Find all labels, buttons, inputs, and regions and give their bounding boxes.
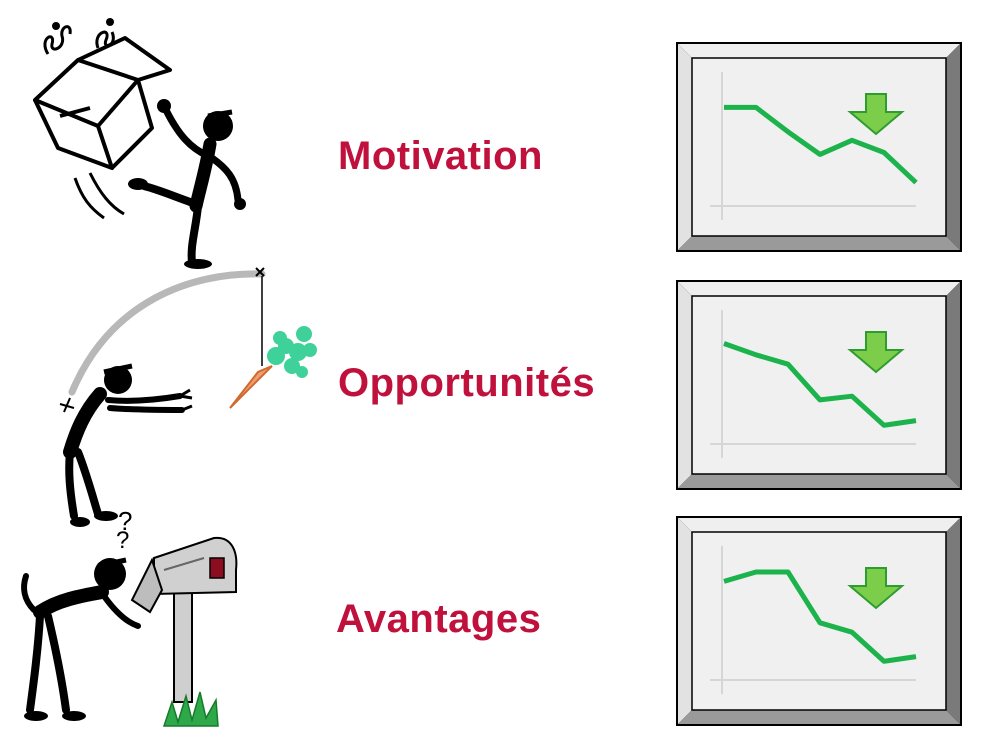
svg-text:?: ? <box>118 506 132 536</box>
trend-line <box>724 104 918 185</box>
frame-bevel-top <box>678 518 960 532</box>
frame-bevel-right <box>946 518 960 724</box>
opportunites-label: Opportunités <box>338 361 596 405</box>
frame-bevel-top <box>678 282 960 296</box>
frame-bevel-right <box>946 282 960 488</box>
trend-chart-1 <box>676 42 962 252</box>
frame-bevel-bottom <box>678 710 960 724</box>
frame-bevel-bottom <box>678 474 960 488</box>
down-arrow-icon <box>847 331 905 374</box>
carrot-on-stick-figure-icon: ? <box>59 267 317 536</box>
down-arrow-icon <box>847 567 905 610</box>
kicking-box-figure-icon <box>33 18 246 269</box>
motivation-label: Motivation <box>338 134 543 178</box>
frame-bevel-left <box>678 518 692 724</box>
panel-screen <box>691 57 947 237</box>
svg-text:?: ? <box>116 530 129 554</box>
avantages-label: Avantages <box>336 597 542 641</box>
down-arrow-icon <box>847 93 905 136</box>
panel-screen <box>691 295 947 475</box>
frame-bevel-bottom <box>678 236 960 250</box>
frame-bevel-top <box>678 44 960 58</box>
trend-line <box>723 569 917 664</box>
trend-line <box>723 341 917 428</box>
frame-bevel-right <box>946 44 960 250</box>
frame-bevel-left <box>678 282 692 488</box>
trend-chart-3 <box>676 516 962 726</box>
mailbox-figure-icon: ? <box>21 530 238 727</box>
trend-chart-2 <box>676 280 962 490</box>
frame-bevel-left <box>678 44 692 250</box>
